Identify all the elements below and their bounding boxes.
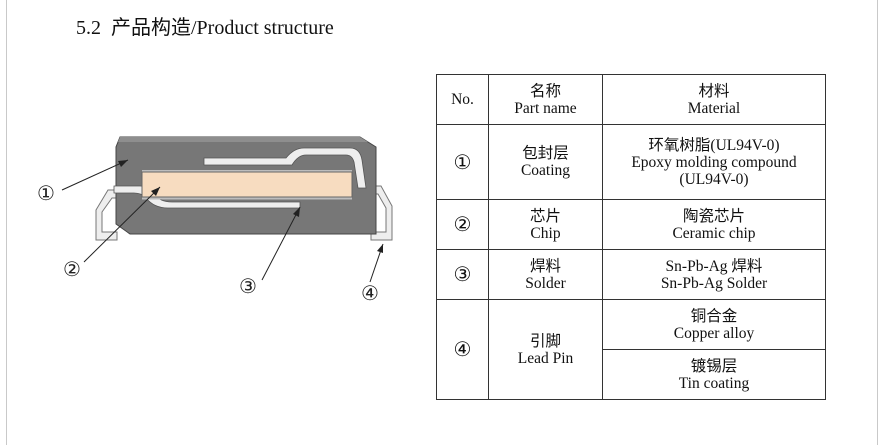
ceramic-chip bbox=[141, 171, 353, 198]
leader-line-3 bbox=[261, 206, 301, 281]
table-row: ② 芯片 Chip 陶瓷芯片 Ceramic chip bbox=[436, 199, 826, 250]
arrowhead-4 bbox=[377, 244, 383, 253]
material-cell: 镀锡层 Tin coating bbox=[602, 349, 826, 400]
callout-3: ③ bbox=[239, 274, 257, 298]
material-cell: 陶瓷芯片 Ceramic chip bbox=[602, 199, 826, 250]
arrowhead-2 bbox=[151, 187, 160, 196]
table-row: ③ 焊料 Solder Sn-Pb-Ag 焊料 Sn-Pb-Ag Solder bbox=[436, 249, 826, 300]
product-structure-diagram: ① ② ③ ④ bbox=[37, 136, 393, 305]
part-name-cell: 引脚 Lead Pin bbox=[488, 299, 603, 400]
solder-bottom bbox=[142, 197, 352, 200]
coating-top bbox=[118, 137, 368, 142]
section-number: 5.2 bbox=[76, 17, 101, 39]
section-heading: 5.2 产品构造/Product structure bbox=[76, 11, 334, 40]
table-row: 镀锡层 Tin coating bbox=[437, 349, 826, 400]
internal-lead-top bbox=[203, 147, 367, 189]
callout-2: ② bbox=[63, 257, 81, 281]
part-name-cell: 焊料 Solder bbox=[488, 249, 603, 300]
solder-top bbox=[142, 170, 352, 173]
callout-4: ④ bbox=[361, 281, 379, 305]
section-title: 产品构造/Product structure bbox=[111, 17, 334, 39]
part-name-cell: 包封层 Coating bbox=[488, 124, 603, 200]
table-row: ④ 引脚 Lead Pin 铜合金 Copper alloy bbox=[436, 299, 826, 400]
material-cell: 铜合金 Copper alloy bbox=[602, 299, 826, 350]
lead-pin-left bbox=[95, 189, 122, 241]
arrowhead-1 bbox=[118, 160, 128, 167]
row-number: ③ bbox=[436, 249, 489, 300]
table-row: ① 包封层 Coating 环氧树脂(UL94V-0) Epoxy moldin… bbox=[436, 124, 826, 200]
header-no: No. bbox=[436, 74, 489, 125]
callout-1: ① bbox=[37, 181, 55, 205]
arrowhead-3 bbox=[293, 207, 300, 217]
leader-line-2 bbox=[83, 186, 161, 263]
leader-line-1 bbox=[61, 159, 129, 191]
part-name-cell: 芯片 Chip bbox=[488, 199, 603, 250]
material-cell: Sn-Pb-Ag 焊料 Sn-Pb-Ag Solder bbox=[602, 249, 826, 300]
page-margin-line-left bbox=[6, 0, 7, 445]
row-number: ① bbox=[436, 124, 489, 200]
table-header-row: No. 名称 Part name 材料 Material bbox=[436, 74, 826, 125]
material-cell: 环氧树脂(UL94V-0) Epoxy molding compound (UL… bbox=[602, 124, 826, 200]
row-number: ② bbox=[436, 199, 489, 250]
row-number: ④ bbox=[436, 299, 489, 400]
header-material: 材料 Material bbox=[602, 74, 826, 125]
structure-table: No. 名称 Part name 材料 Material ① 包封层 Coati… bbox=[436, 74, 826, 400]
header-part-name: 名称 Part name bbox=[488, 74, 603, 125]
page-margin-line-right bbox=[877, 0, 878, 445]
